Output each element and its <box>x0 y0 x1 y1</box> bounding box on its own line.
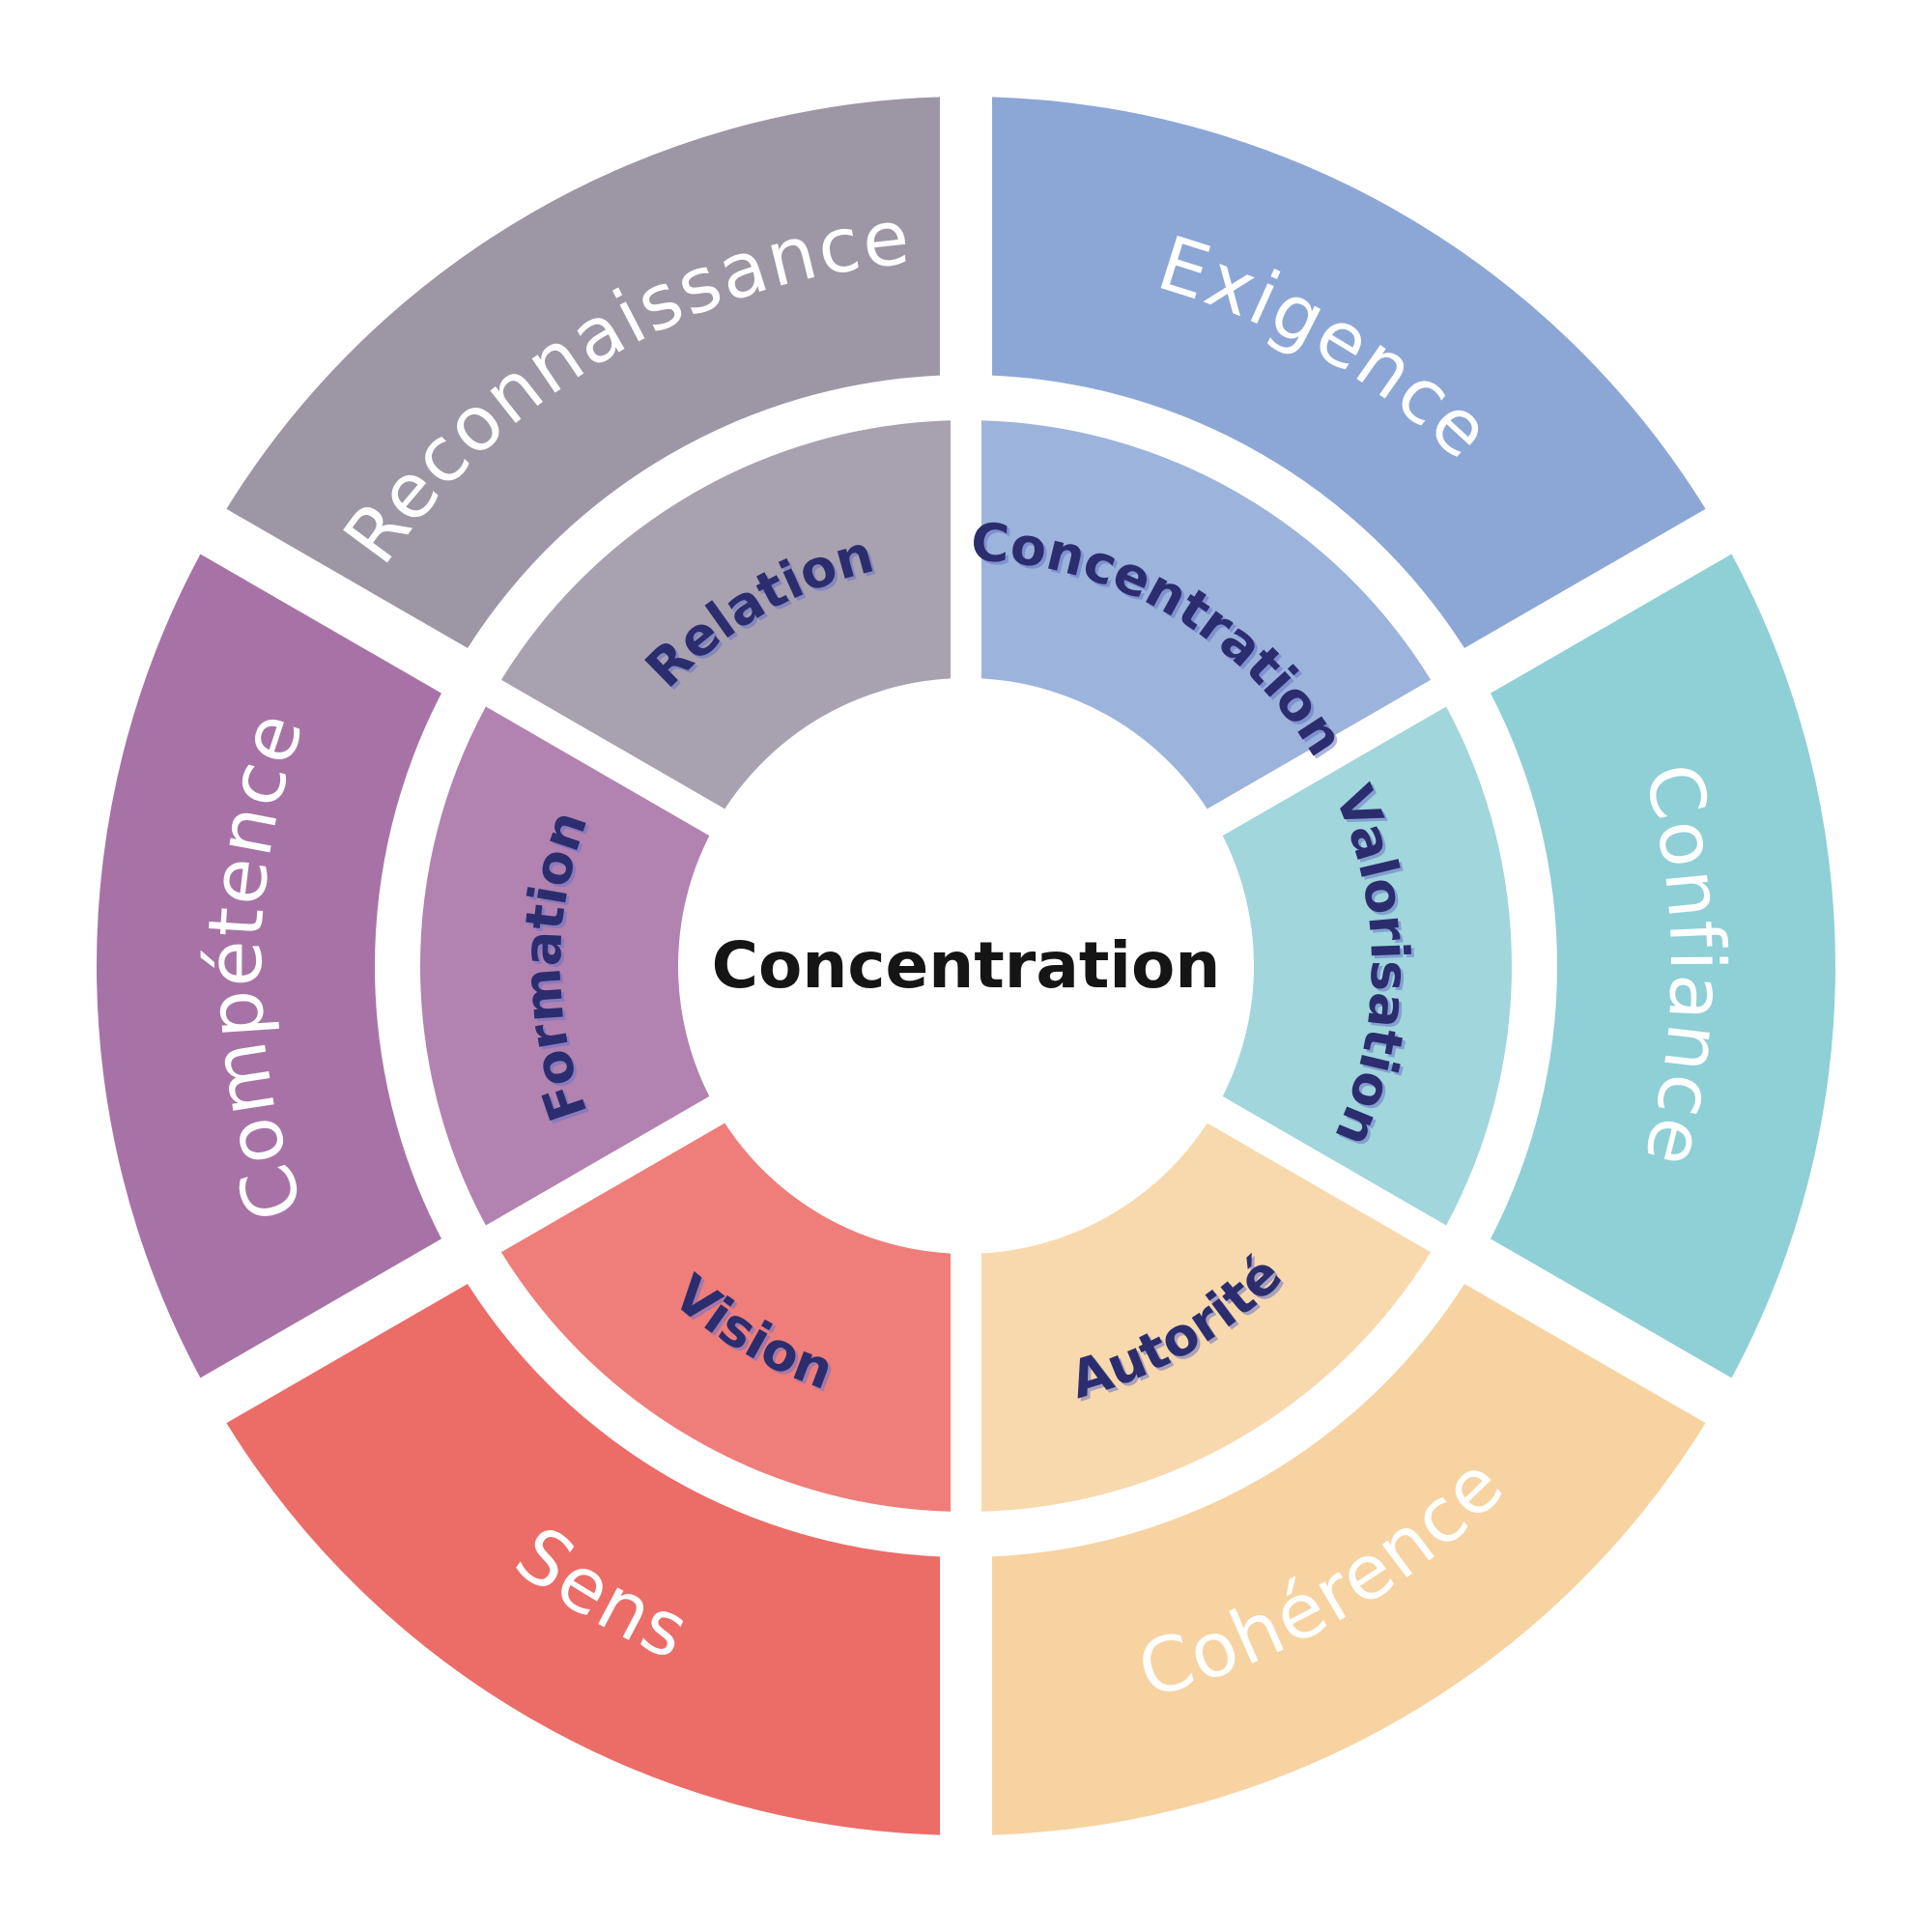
outer-segment-right <box>1490 554 1835 1378</box>
center-circle <box>681 681 1251 1251</box>
inner-segment-bottom-left <box>500 1122 951 1512</box>
outer-segment-top-left <box>226 97 940 648</box>
center-label: Concentration <box>712 928 1221 1003</box>
inner-segment-left <box>420 706 710 1226</box>
outer-segment-top-right <box>992 97 1706 648</box>
inner-segment-top-right <box>981 420 1432 810</box>
inner-ring <box>420 420 1512 1512</box>
outer-ring <box>96 97 1835 1835</box>
outer-segment-left <box>96 554 442 1378</box>
inner-segment-right <box>1222 706 1512 1226</box>
inner-segment-bottom-right <box>981 1122 1432 1512</box>
outer-segment-bottom-left <box>226 1284 940 1835</box>
inner-segment-top-left <box>500 420 951 810</box>
outer-segment-bottom-right <box>992 1284 1706 1835</box>
